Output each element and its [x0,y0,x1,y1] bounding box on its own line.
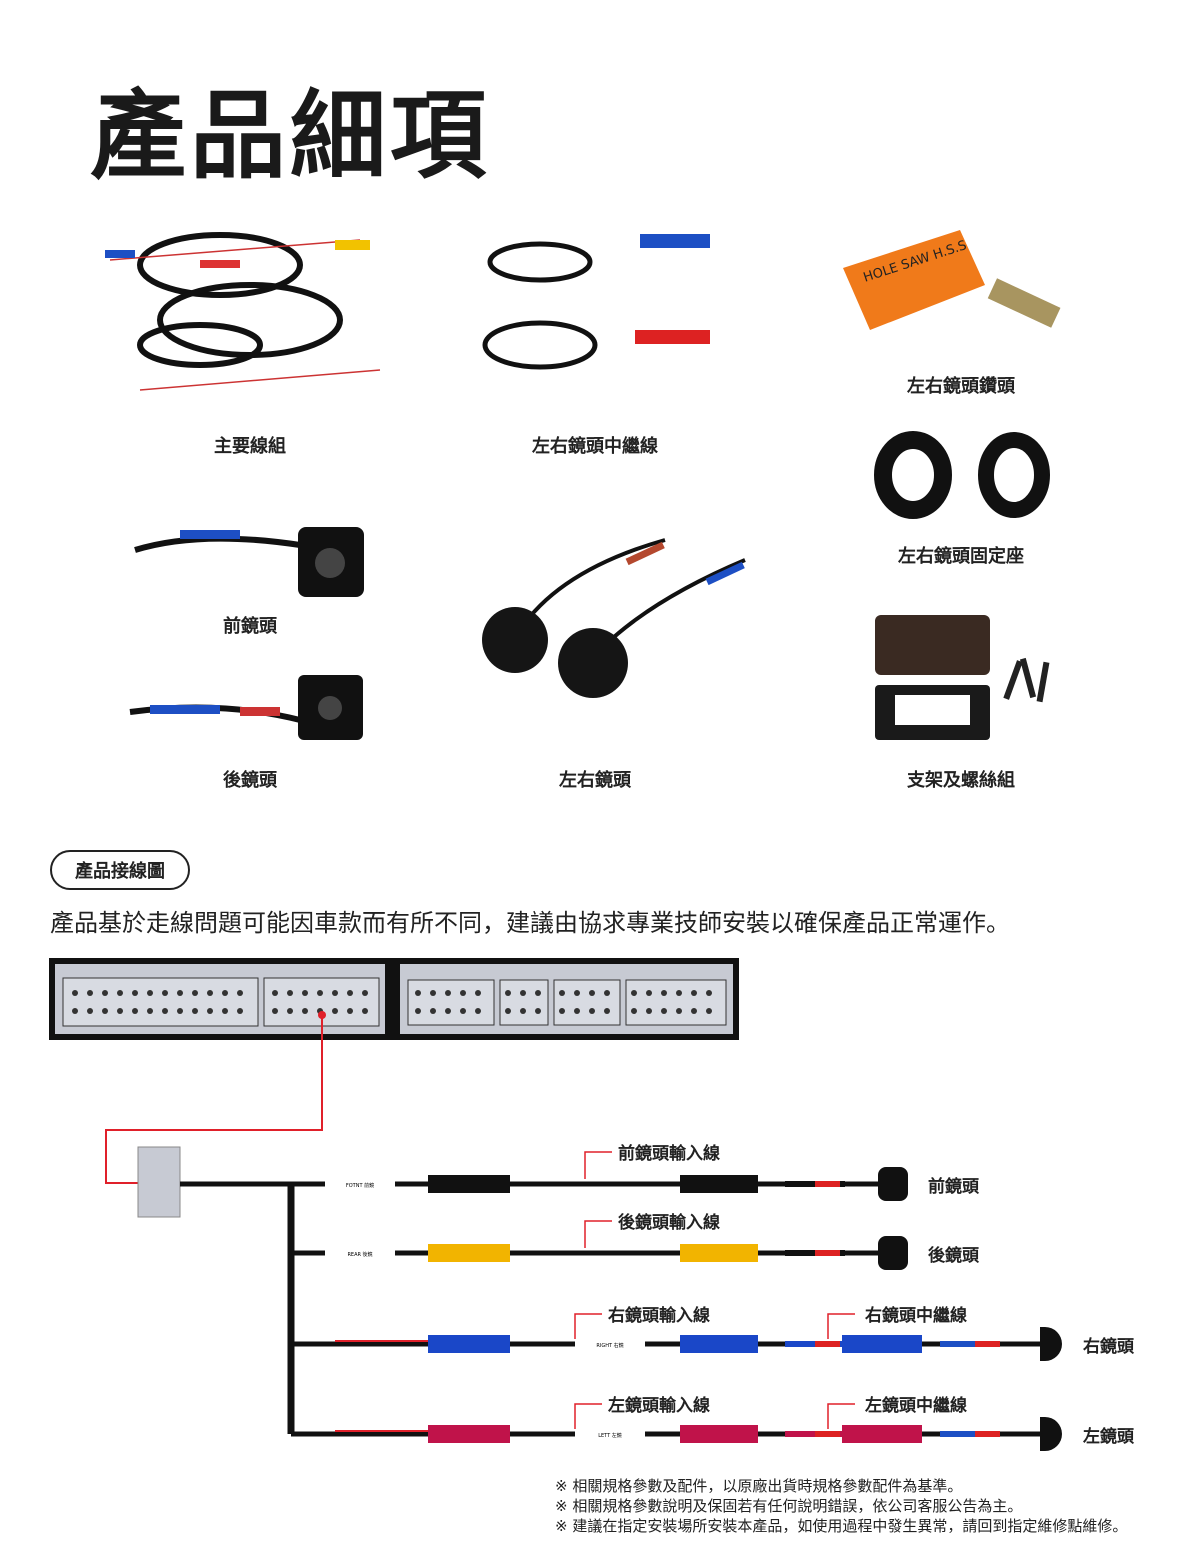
relay-cable-image [482,234,710,370]
product-label: 左右鏡頭 [559,770,631,791]
connector [842,1335,922,1353]
input-cable-label: 後鏡頭輸入線 [618,1212,720,1233]
camera-label: 左鏡頭 [1083,1426,1135,1447]
cable-tag: RIGHT 右鏡 [596,1342,623,1349]
wiring-section-badge: 產品接線圖 [50,850,190,890]
connector [428,1244,510,1262]
rear-camera-image [129,675,363,740]
product-images: HOLE SAW H.S.S [105,230,1061,740]
input-cable-label: 右鏡頭輸入線 [608,1305,710,1326]
product-label: 左右鏡頭鑽頭 [907,376,1015,397]
camera-icon [878,1167,908,1201]
main-harness-image [105,232,381,391]
camera-label: 前鏡頭 [928,1176,980,1197]
connector [842,1425,922,1443]
connector [428,1425,510,1443]
harness-connector-panel [49,958,739,1040]
cable-tag: FOTNT 前鏡 [346,1182,374,1189]
harness-plug [137,1146,181,1218]
grommet-image [874,431,1050,519]
cable-tag: REAR 後鏡 [347,1251,372,1258]
camera-icon [1045,1417,1062,1451]
camera-icon [878,1236,908,1270]
connector [680,1335,758,1353]
footnotes: ※ 相關規格參數及配件，以原廠出貨時規格參數配件為基準。 ※ 相關規格參數說明及… [555,1476,1127,1536]
product-label: 左右鏡頭固定座 [898,546,1024,567]
product-label: 前鏡頭 [223,616,277,637]
connector [428,1335,510,1353]
connector [680,1175,758,1193]
relay-cable-label: 右鏡頭中繼線 [865,1305,967,1326]
camera-label: 右鏡頭 [1083,1336,1135,1357]
product-label: 後鏡頭 [223,770,277,791]
input-cable-label: 前鏡頭輸入線 [618,1143,720,1164]
camera-label: 後鏡頭 [928,1245,980,1266]
relay-cable-label: 左鏡頭中繼線 [865,1395,967,1416]
cable-tag: LETT 左鏡 [598,1432,622,1439]
input-cable-label: 左鏡頭輸入線 [608,1395,710,1416]
footnote: ※ 相關規格參數說明及保固若有任何說明錯誤，依公司客服公告為主。 [555,1497,1023,1515]
wiring-note: 產品基於走線問題可能因車款而有所不同，建議由協求專業技師安裝以確保產品正常運作。 [50,909,1010,937]
camera-icon [1045,1327,1062,1361]
product-label: 左右鏡頭中繼線 [532,436,658,457]
page-title: 產品細項 [90,80,490,192]
bracket-screws-image [875,615,1050,740]
connector [680,1425,758,1443]
side-cameras-image [482,538,746,698]
connector [428,1175,510,1193]
front-camera-image [134,527,364,597]
hole-saw-image: HOLE SAW H.S.S [843,230,1061,330]
product-label: 主要線組 [214,436,286,457]
connector [680,1244,758,1262]
footnote: ※ 相關規格參數及配件，以原廠出貨時規格參數配件為基準。 [555,1477,963,1495]
footnote: ※ 建議在指定安裝場所安裝本產品，如使用過程中發生異常，請回到指定維修點維修。 [555,1517,1128,1535]
product-label: 支架及螺絲組 [907,770,1015,791]
